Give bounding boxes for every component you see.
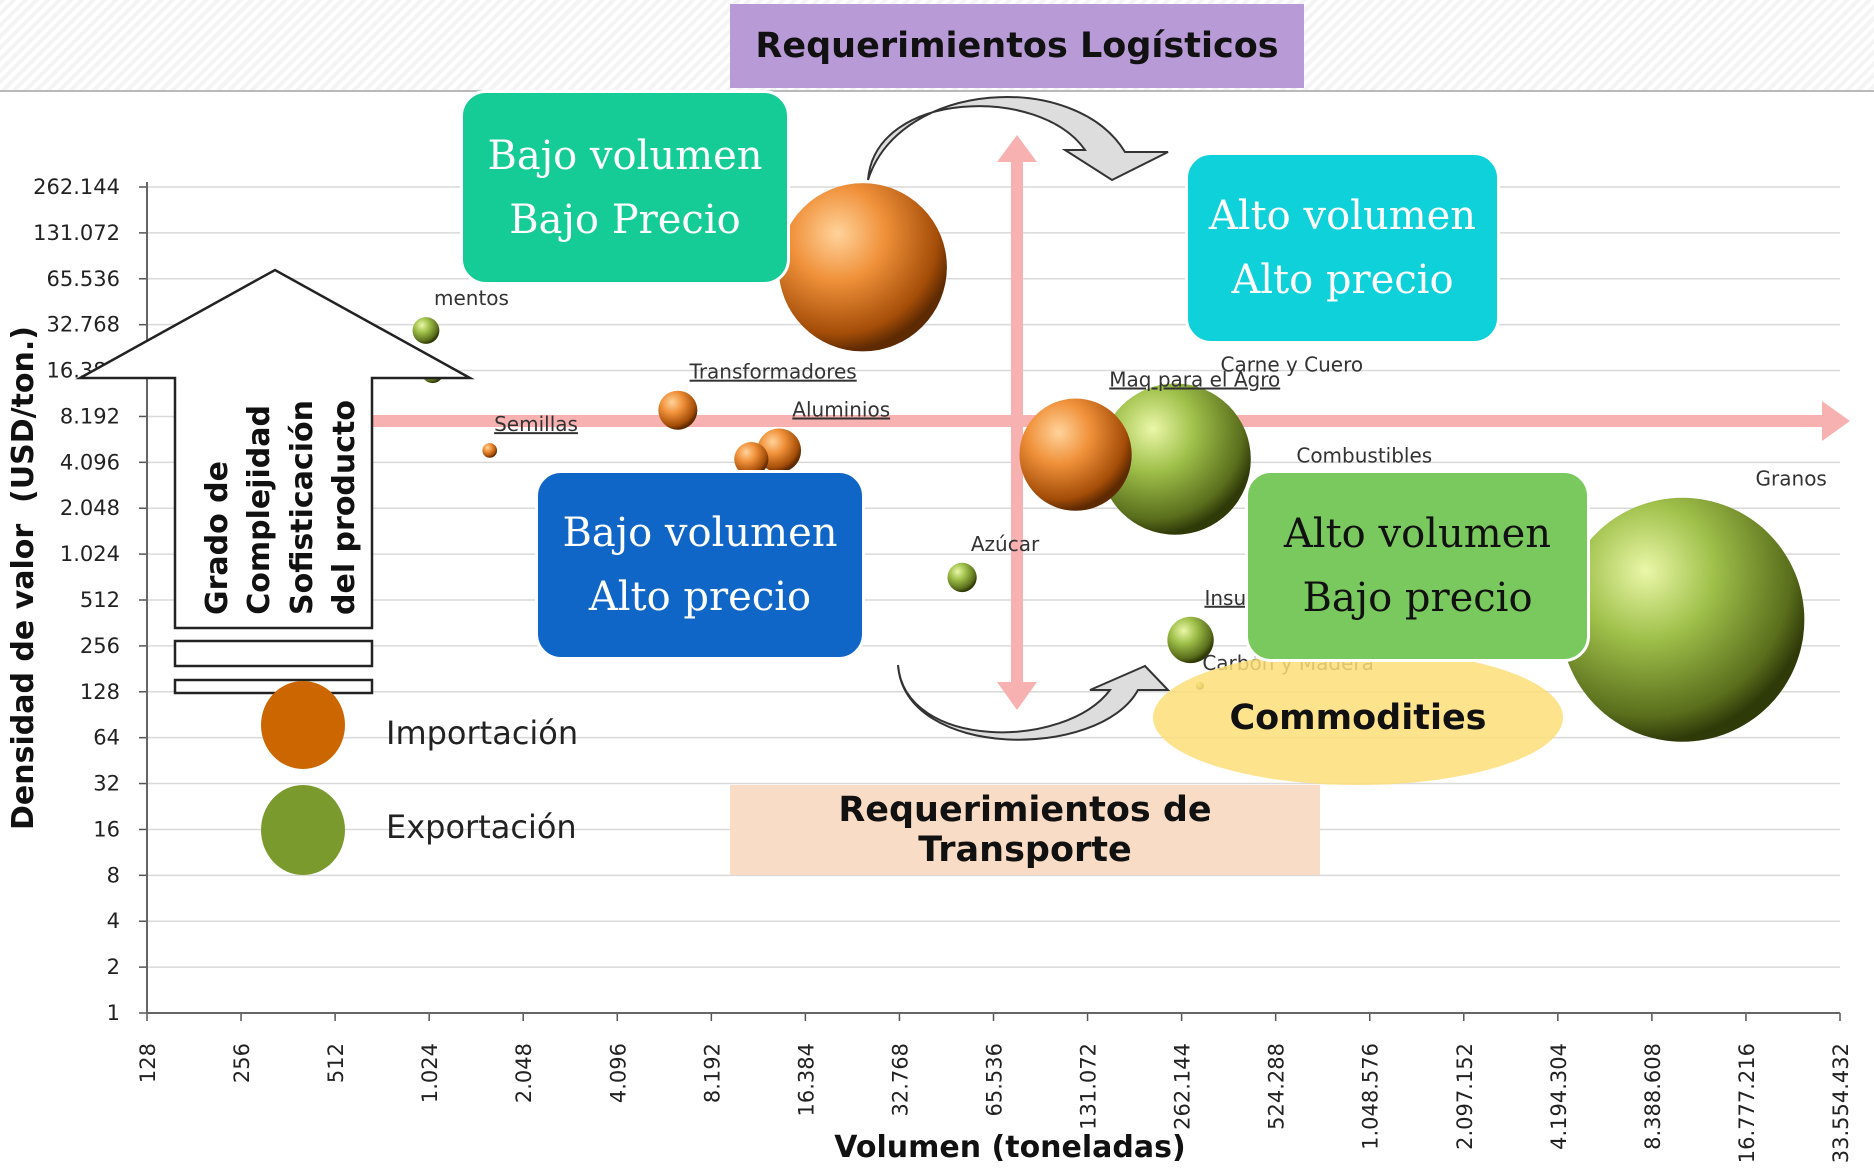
x-tick-label: 33.554.432 xyxy=(1829,1043,1853,1163)
y-tick-label: 4 xyxy=(107,909,120,933)
quadrant-br-line1: Alto volumen xyxy=(1283,511,1552,557)
complexity-text: Grado de Complejidad Sofisticación del p… xyxy=(196,395,366,615)
y-tick-label: 1.024 xyxy=(60,542,120,566)
x-tick-label: 32.768 xyxy=(888,1043,912,1116)
x-axis-title: Volumen (toneladas) xyxy=(834,1130,1186,1165)
export-bubble xyxy=(412,317,440,344)
bubble-label: Combustibles xyxy=(1296,444,1432,468)
x-tick-label: 524.288 xyxy=(1265,1043,1289,1130)
y-tick-label: 16 xyxy=(93,817,120,841)
bubble-label: Aluminios xyxy=(792,398,890,422)
commodities-ellipse: Commodities xyxy=(1153,650,1563,785)
quadrant-tr-line1: Alto volumen xyxy=(1208,193,1477,239)
vertical-arrow-head-down xyxy=(997,682,1037,710)
quadrant-bl-line1: Bajo volumen xyxy=(562,510,838,556)
vertical-arrow-head-up xyxy=(997,135,1037,162)
legend-export-label: Exportación xyxy=(386,808,577,846)
y-tick-label: 2.048 xyxy=(60,496,120,520)
complexity-bar-2 xyxy=(173,678,374,695)
complexity-line-3: Sofisticación xyxy=(284,400,320,615)
complexity-bar-1 xyxy=(173,639,374,668)
import-bubble xyxy=(658,390,698,430)
x-tick-label: 262.144 xyxy=(1171,1043,1195,1130)
x-tick-label: 4.096 xyxy=(606,1043,630,1103)
bubble-label: mentos xyxy=(434,286,509,310)
x-tick-label: 8.388.608 xyxy=(1641,1043,1665,1150)
transport-title: Requerimientos de Transporte xyxy=(730,785,1320,875)
complexity-line-1: Grado de xyxy=(199,460,235,615)
quadrant-high-volume-low-price: Alto volumen Bajo precio xyxy=(1245,470,1590,662)
tick-labels: 1 2 4 8 16 32 64 128 256 512 1.024 2.048 4.096 8.192 1… xyxy=(33,175,1853,1163)
export-bubble xyxy=(947,562,977,593)
export-bubble xyxy=(1167,616,1214,664)
bubble-label: Granos xyxy=(1756,467,1827,491)
y-tick-label: 2 xyxy=(107,955,120,979)
x-tick-label: 8.192 xyxy=(700,1043,724,1103)
complexity-line-2: Complejidad xyxy=(242,405,278,615)
quadrant-low-volume-high-price: Bajo volumen Alto precio xyxy=(535,470,865,660)
y-tick-label: 64 xyxy=(93,726,120,750)
y-axis-title: Densidad de valor (USD/ton.) xyxy=(6,326,41,830)
quadrant-bl-line2: Alto precio xyxy=(588,574,812,620)
export-bubble xyxy=(1560,497,1805,742)
y-tick-label: 65.536 xyxy=(47,267,120,291)
import-bubble xyxy=(482,443,498,458)
logistics-title: Requerimientos Logísticos xyxy=(730,4,1304,88)
x-tick-label: 128 xyxy=(136,1043,160,1083)
x-tick-label: 131.072 xyxy=(1077,1043,1101,1130)
x-tick-label: 2.048 xyxy=(512,1043,536,1103)
y-tick-label: 262.144 xyxy=(33,175,120,199)
quadrant-tr-line2: Alto precio xyxy=(1231,257,1454,303)
axes xyxy=(139,182,1841,1021)
x-tick-label: 4.194.304 xyxy=(1547,1043,1571,1150)
x-tick-label: 256 xyxy=(230,1043,254,1083)
complexity-line-4: del producto xyxy=(327,400,363,615)
x-tick-label: 1.024 xyxy=(418,1043,442,1103)
bubble-label: Carne y Cuero xyxy=(1221,352,1364,376)
y-tick-label: 1 xyxy=(107,1001,120,1025)
curved-arrow-top-icon xyxy=(867,96,1169,182)
curved-arrow-bottom-icon xyxy=(897,664,1171,741)
horizontal-arrow-head xyxy=(1822,401,1850,441)
bubble-label: Transformadores xyxy=(689,360,857,384)
bubbles xyxy=(412,183,1805,742)
bubble-label: Semillas xyxy=(494,412,578,436)
y-tick-label: 128 xyxy=(80,680,120,704)
quadrant-high-volume-high-price: Alto volumen Alto precio xyxy=(1185,152,1500,344)
export-bubble xyxy=(1099,383,1251,535)
x-tick-label: 16.384 xyxy=(794,1043,818,1116)
bubble-label: Azúcar xyxy=(971,532,1040,556)
y-tick-label: 256 xyxy=(80,634,120,658)
y-tick-label: 8.192 xyxy=(60,404,120,428)
y-tick-label: 32.768 xyxy=(47,313,120,337)
quadrant-low-volume-low-price: Bajo volumen Bajo Precio xyxy=(460,90,790,285)
y-tick-label: 512 xyxy=(80,588,120,612)
legend-import-label: Importación xyxy=(386,714,579,752)
complexity-up-arrow-icon xyxy=(75,268,475,630)
x-tick-label: 1.048.576 xyxy=(1359,1043,1383,1150)
y-tick-label: 4.096 xyxy=(60,450,120,474)
quadrant-tl-line2: Bajo Precio xyxy=(509,196,741,243)
quadrant-tl-line1: Bajo volumen xyxy=(487,132,763,179)
commodities-label: Commodities xyxy=(1229,697,1487,738)
bubble-label: Maq para el Agro xyxy=(1109,368,1280,392)
y-tick-label: 131.072 xyxy=(33,221,120,245)
logistics-title-text: Requerimientos Logísticos xyxy=(755,26,1279,66)
transport-title-text: Requerimientos de Transporte xyxy=(838,790,1212,870)
x-tick-label: 16.777.216 xyxy=(1735,1043,1759,1163)
y-tick-label: 8 xyxy=(107,863,120,887)
legend-import-dot xyxy=(261,681,345,769)
x-tick-label: 2.097.152 xyxy=(1453,1043,1477,1150)
legend-export-dot xyxy=(261,785,345,875)
quadrant-br-line2: Bajo precio xyxy=(1302,575,1533,621)
import-bubble xyxy=(778,183,947,352)
import-bubble xyxy=(734,442,769,477)
x-tick-label: 65.536 xyxy=(983,1043,1007,1116)
import-bubble xyxy=(1019,398,1132,511)
x-tick-label: 512 xyxy=(324,1043,348,1083)
y-tick-label: 32 xyxy=(93,772,120,796)
